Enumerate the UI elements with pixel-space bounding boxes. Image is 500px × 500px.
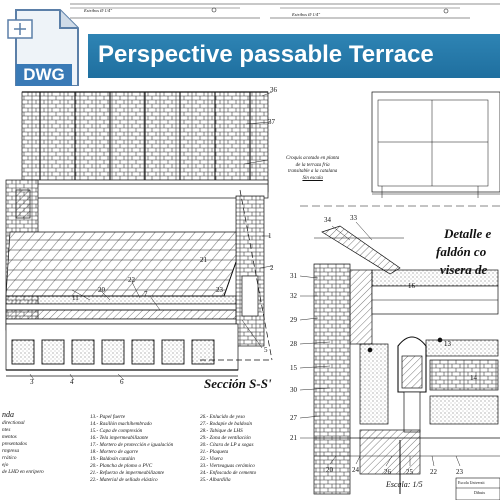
legend-item: 26.- Enlucido de yeso: [200, 414, 245, 420]
detail-title-line: faldón co: [436, 244, 487, 259]
legend-item: 17.- Mortero de protección e igualación: [90, 442, 174, 448]
stamp-line: Dibuix: [474, 490, 486, 495]
legend-item: 13.- Papel fuerte: [90, 414, 126, 420]
legend-fragment: rrático: [2, 455, 17, 461]
callout: 24: [352, 466, 360, 474]
sketch-note: Croquis acotado en planta de la terraza …: [286, 156, 339, 182]
callout: 14: [470, 374, 478, 382]
detail-title-line: visera de: [440, 262, 488, 277]
callout: 16: [408, 282, 416, 290]
legend-fragment: rmpresa: [2, 448, 20, 454]
legend-fragment: presentados: [2, 441, 27, 447]
tiled-floor: [5, 231, 237, 297]
callout: 23: [456, 468, 464, 476]
legend-fragment: nda: [2, 410, 14, 419]
callout: 29: [290, 316, 298, 324]
terrace-perspective: [5, 91, 273, 381]
callout: 20: [326, 466, 334, 474]
dwg-badge-label: DWG: [16, 64, 72, 86]
callout: 5: [264, 346, 268, 354]
callout: 25: [406, 468, 414, 476]
legend-item: 29.- Zona de ventilación: [200, 435, 251, 441]
callout: 32: [290, 292, 298, 300]
title-block: [455, 477, 500, 500]
sketch-note-line: Croquis acotado en planta: [286, 156, 340, 161]
callout: 3: [30, 378, 34, 386]
legend-item: 20.- Plancha de plomo o PVC: [90, 463, 153, 469]
legend-item: 28.- Tabique de LHS: [200, 428, 243, 434]
callout-numbers-left: 36 37 1 2 5 6 4 3 11 20 22 7 21 23: [30, 86, 278, 386]
legend-fragment: ntes: [2, 427, 11, 433]
legend-fragment-column: nda directional ntes mentos presentados …: [2, 410, 44, 476]
callout: 36: [270, 86, 278, 94]
top-note: Estribos Ø 1/4": [84, 8, 113, 13]
legend-item: 32.- Visera: [200, 456, 223, 462]
legend-item: 14.- Rasillón machihembrado: [90, 421, 152, 427]
detail-title-line: Detalle e: [444, 226, 492, 241]
plan-sketch: [300, 91, 500, 207]
legend-item: 35.- Albardilla: [200, 477, 231, 483]
legend-item: 16.- Tela impermeabilizante: [90, 435, 149, 441]
callout: 31: [290, 272, 298, 280]
dwg-file-icon: DWG: [4, 6, 86, 87]
callout: 2: [270, 264, 274, 272]
legend-fragment: directional: [2, 420, 25, 426]
sketch-note-line: Sin escala: [302, 175, 323, 181]
scale-note: Escala: 1/5: [386, 480, 423, 489]
legend-item: 15.- Capa de compresión: [90, 428, 143, 434]
callout: 34: [324, 216, 332, 224]
legend-item: 19.- Baldosín catalán: [90, 456, 135, 462]
page-title: Perspective passable Terrace: [98, 41, 434, 68]
section-title: Sección S-S': [204, 376, 272, 391]
legend-item: 30.- Cítara de LP a sogas: [200, 442, 254, 448]
callout: 30: [290, 386, 298, 394]
callout: 23: [216, 286, 224, 294]
callout: 28: [290, 340, 298, 348]
top-strip-drawings: [70, 3, 500, 19]
callout: 22: [128, 276, 136, 284]
callout: 21: [200, 256, 208, 264]
callout: 13: [444, 340, 452, 348]
sketch-note-line: de la terraza fría: [295, 162, 330, 168]
callout: 4: [70, 378, 74, 386]
legend-item: 22.- Material de sellado elástico: [90, 477, 158, 483]
callout: 27: [290, 414, 298, 422]
legend-fragment: mentos: [2, 434, 17, 440]
top-note: Estribos Ø 1/4": [292, 12, 321, 17]
legend-column-1: 13.- Papel fuerte 14.- Rasillón machihem…: [90, 414, 173, 484]
sketch-note-line: transitable a la catalana: [287, 169, 338, 174]
legend-item: 34.- Enfoscado de cemento: [200, 470, 257, 476]
callout: 33: [350, 214, 358, 222]
callout: 20: [98, 286, 106, 294]
callout: 21: [290, 434, 298, 442]
legend-item: 33.- Vierteaguas cerámico: [200, 463, 255, 469]
callout: 6: [120, 378, 124, 386]
title-banner: Perspective passable Terrace: [88, 34, 500, 78]
legend-fragment: de LHD en enripero: [2, 469, 44, 475]
legend-item: 18.- Mortero de agarre: [90, 449, 139, 455]
railing-bars: [39, 92, 251, 180]
callout-numbers-right: 34 33 31 32 29 28 15 30 27 21 16 13 14 2…: [290, 214, 478, 476]
legend-item: 27.- Rodapie de baldosín: [200, 421, 253, 427]
eave-detail: [299, 221, 500, 495]
callout: 11: [72, 294, 79, 302]
callout: 15: [290, 364, 298, 372]
callout: 7: [144, 290, 148, 298]
legend-item: 31.- Plaqueta: [200, 449, 229, 455]
callout: 1: [268, 232, 272, 240]
legend-fragment: ejo: [2, 462, 9, 468]
legend-item: 21.- Refuerzo de impermeabilizante: [90, 470, 165, 476]
callout: 26: [384, 468, 392, 476]
legend-column-2: 26.- Enlucido de yeso 27.- Rodapie de ba…: [200, 414, 256, 484]
callout: 37: [268, 118, 276, 126]
stamp-line: Escola Universit: [458, 480, 485, 485]
callout: 22: [430, 468, 438, 476]
